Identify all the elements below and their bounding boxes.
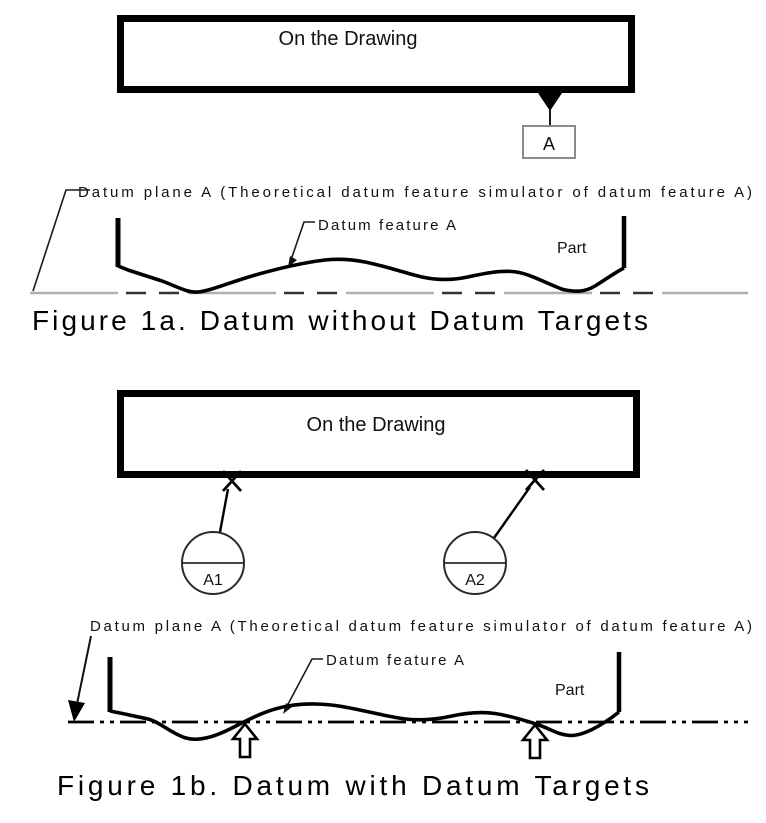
datum-feature-label-1b: Datum feature A (326, 652, 464, 669)
part-surface-profile-1a (117, 257, 625, 294)
leader-arrowhead-icon (68, 700, 85, 722)
datum-letter: A (543, 134, 555, 154)
datum-letter-box (522, 125, 576, 159)
target-x-icon-1 (221, 470, 243, 492)
drawing-box-1b (117, 390, 640, 478)
datum-feature-leader-1b (285, 658, 323, 709)
target-contact-arrow-icon-2 (520, 722, 550, 760)
figure-1b-group: On the Drawing A1 A2 Datum plane A (Theo… (57, 390, 752, 801)
part-surface-profile-1b (109, 702, 621, 741)
datum-plane-leader-1a (32, 189, 90, 292)
datum-feature-symbol-icon: A (522, 93, 576, 159)
figure-1a-caption: Figure 1a. Datum without Datum Targets (32, 305, 648, 336)
figure-1b-caption: Figure 1b. Datum with Datum Targets (57, 770, 649, 801)
target-leader-2 (493, 486, 531, 539)
datum-plane-leader-1b (76, 635, 92, 705)
part-label-1b: Part (555, 682, 585, 699)
drawing-box-title-1b: On the Drawing (307, 414, 446, 436)
datum-target-label-a1: A1 (203, 572, 223, 589)
datum-plane-label-1a: Datum plane A (Theoretical datum feature… (78, 184, 752, 201)
datum-feature-label-1a: Datum feature A (318, 217, 456, 234)
datum-target-symbol-a1: A1 (181, 531, 245, 595)
datum-plane-label-1b: Datum plane A (Theoretical datum feature… (90, 618, 752, 635)
part-label-1a: Part (557, 240, 587, 257)
datum-target-label-a2: A2 (465, 572, 485, 589)
datum-target-symbol-a2: A2 (443, 531, 507, 595)
drawing-box-title-1a: On the Drawing (279, 28, 418, 50)
datum-triangle-icon (538, 93, 562, 111)
figure-1a-group: On the Drawing A Datum plane A (Theoreti… (30, 15, 752, 336)
datum-feature-leader-1a (290, 221, 315, 261)
target-leader-1 (218, 488, 230, 533)
drawing-box-1a (117, 15, 635, 93)
target-contact-arrow-icon-1 (230, 721, 260, 759)
